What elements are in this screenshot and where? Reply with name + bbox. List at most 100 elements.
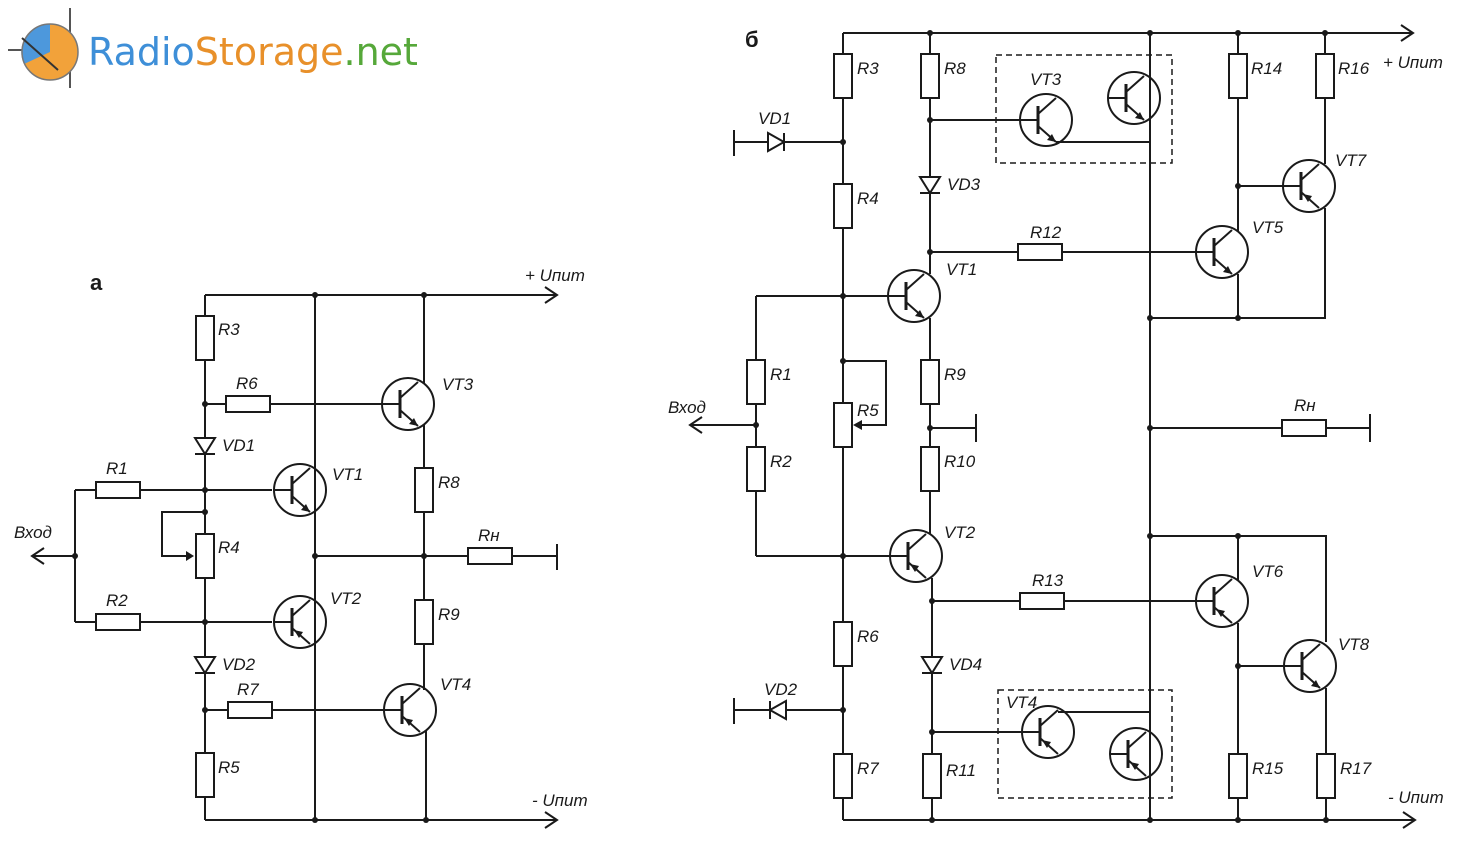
- a-r1: [95, 481, 141, 499]
- b-r1: [746, 359, 766, 405]
- b-vd3: [919, 176, 941, 194]
- b-vt5: [1194, 224, 1250, 280]
- b-r7: [833, 753, 853, 799]
- b-r5: [833, 402, 853, 448]
- a-vt4: [382, 682, 438, 738]
- b-r5-label: R5: [857, 401, 879, 420]
- a-rh-label: Rн: [478, 526, 500, 545]
- b-r11-label: R11: [946, 761, 976, 780]
- b-r17-label: R17: [1340, 759, 1372, 778]
- a-r6: [225, 395, 271, 413]
- b-vd2-label: VD2: [764, 680, 798, 699]
- diagram-b-vplus-label: + Uпит: [1383, 53, 1443, 72]
- a-r5: [195, 752, 215, 798]
- diagram-b-title: б: [745, 27, 759, 52]
- b-vt2: [888, 528, 944, 584]
- b-r9-label: R9: [944, 365, 966, 384]
- b-vt3-b: [1106, 70, 1162, 126]
- b-vt8-label: VT8: [1338, 635, 1370, 654]
- b-vd4-label: VD4: [949, 655, 982, 674]
- b-r3-label: R3: [857, 59, 879, 78]
- b-r4-label: R4: [857, 189, 879, 208]
- b-r16: [1315, 53, 1335, 99]
- b-r3: [833, 53, 853, 99]
- a-r6-label: R6: [236, 374, 258, 393]
- b-vt6: [1194, 573, 1250, 629]
- b-r8-label: R8: [944, 59, 966, 78]
- b-r15-label: R15: [1252, 759, 1284, 778]
- a-vt2-label: VT2: [330, 589, 362, 608]
- a-r9-label: R9: [438, 605, 460, 624]
- b-vd1-label: VD1: [758, 109, 791, 128]
- diagram-a: а + Uпит - Uпит R3 VD1 R4 VD2 R5 R6: [14, 266, 588, 829]
- b-vt5-label: VT5: [1252, 218, 1284, 237]
- b-r2-label: R2: [770, 452, 792, 471]
- a-vt1-label: VT1: [332, 465, 363, 484]
- a-r3-label: R3: [218, 320, 240, 339]
- b-r9: [920, 359, 940, 405]
- diagram-a-vminus-label: - Uпит: [532, 791, 588, 810]
- a-vd1: [194, 437, 216, 455]
- a-r4: [195, 533, 215, 579]
- a-vt3-label: VT3: [442, 375, 474, 394]
- b-r1-label: R1: [770, 365, 792, 384]
- b-vt3-a: [1018, 92, 1074, 148]
- b-vt4-a: [1020, 704, 1076, 760]
- a-r5-label: R5: [218, 758, 240, 777]
- b-vt2-label: VT2: [944, 523, 976, 542]
- b-r6: [833, 621, 853, 667]
- b-vd1: [767, 132, 785, 152]
- a-r7: [227, 701, 273, 719]
- b-vd4: [921, 656, 943, 674]
- logo-text: RadioStorage.net: [88, 30, 418, 74]
- a-vd1-label: VD1: [222, 436, 255, 455]
- b-r8: [920, 53, 940, 99]
- b-vt4-label: VT4: [1006, 693, 1037, 712]
- a-rh: [467, 547, 513, 565]
- b-vt7-label: VT7: [1335, 151, 1367, 170]
- a-vt1: [272, 462, 328, 518]
- b-vt8: [1282, 638, 1338, 694]
- a-input-label: Вход: [14, 523, 52, 542]
- b-r12: [1017, 243, 1063, 261]
- b-r17: [1316, 753, 1336, 799]
- b-r15: [1228, 753, 1248, 799]
- b-r10-label: R10: [944, 452, 976, 471]
- b-r7-label: R7: [857, 759, 879, 778]
- b-vt7: [1281, 158, 1337, 214]
- a-vt2: [272, 594, 328, 650]
- b-rh: [1281, 419, 1327, 437]
- diagram-a-title: а: [90, 270, 103, 295]
- a-vt4-label: VT4: [440, 675, 471, 694]
- a-r2-label: R2: [106, 591, 128, 610]
- b-r4: [833, 183, 853, 229]
- a-vd2: [194, 656, 216, 674]
- b-r13-label: R13: [1032, 571, 1064, 590]
- logo-text-radio: Radio: [88, 30, 195, 74]
- a-r8: [414, 467, 434, 513]
- b-r13: [1019, 592, 1065, 610]
- a-r1-label: R1: [106, 459, 128, 478]
- a-r3: [195, 315, 215, 361]
- a-vd2-label: VD2: [222, 655, 256, 674]
- diagram-b-vminus-label: - Uпит: [1388, 788, 1444, 807]
- b-vt3-label: VT3: [1030, 70, 1062, 89]
- b-r12-label: R12: [1030, 223, 1062, 242]
- diagram-a-vplus-label: + Uпит: [525, 266, 585, 285]
- a-vt3: [380, 376, 436, 432]
- b-r11: [922, 753, 942, 799]
- a-r8-label: R8: [438, 473, 460, 492]
- b-r6-label: R6: [857, 627, 879, 646]
- b-input-label: Вход: [668, 398, 706, 417]
- b-rh-label: Rн: [1294, 396, 1316, 415]
- b-r14: [1228, 53, 1248, 99]
- logo-text-net: .net: [343, 30, 418, 74]
- b-vt4-b: [1108, 726, 1164, 782]
- a-r7-label: R7: [237, 680, 259, 699]
- diagram-b: б + Uпит - Uпит R3 R4 R5 R6 R7 VD1: [668, 24, 1444, 829]
- logo-icon: [8, 8, 79, 88]
- b-r16-label: R16: [1338, 59, 1370, 78]
- logo-text-storage: Storage: [194, 30, 344, 74]
- b-r2: [746, 446, 766, 492]
